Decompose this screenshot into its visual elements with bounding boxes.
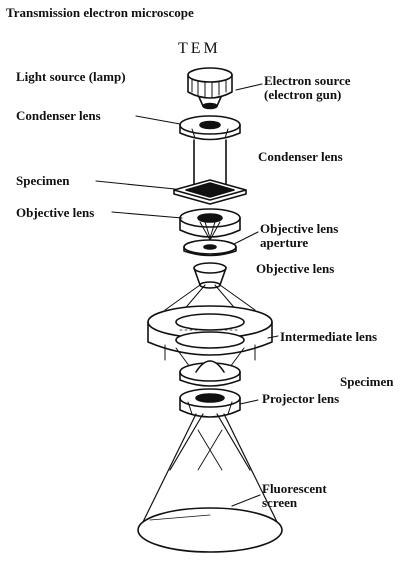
leader-condenser (136, 116, 180, 124)
beam-cone-small (194, 263, 226, 288)
objective-lens-icon (180, 209, 240, 240)
condenser-lens-icon (180, 116, 240, 140)
label-electron-source: Electron source (electron gun) (264, 74, 351, 102)
leader-specimen (96, 181, 175, 189)
label-specimen-left: Specimen (16, 174, 69, 188)
leader-electron-source (236, 84, 262, 90)
label-condenser-left: Condenser lens (16, 109, 101, 123)
electron-gun-icon (188, 68, 232, 109)
fluorescent-screen-icon (138, 508, 282, 552)
leader-screen (232, 495, 260, 506)
label-objective-aperture: Objective lens aperture (260, 222, 338, 250)
leader-objective (112, 212, 182, 218)
leader-lines (96, 84, 278, 506)
projector-lens-icon (180, 389, 240, 417)
label-objective-right: Objective lens (256, 262, 334, 276)
label-intermediate: Intermediate lens (280, 330, 377, 344)
specimen-plate-icon (174, 180, 246, 204)
diagram-subtitle: TEM (178, 42, 221, 56)
leader-projector (240, 400, 258, 404)
label-fluorescent-screen: Fluorescent screen (262, 482, 327, 510)
label-condenser-right: Condenser lens (258, 150, 343, 164)
label-objective-left: Objective lens (16, 206, 94, 220)
leader-aperture (234, 232, 258, 244)
leader-intermediate (268, 336, 278, 338)
projector-dome-icon (180, 361, 240, 386)
objective-aperture-icon (184, 240, 236, 256)
label-projector: Projector lens (262, 392, 339, 406)
label-light-source: Light source (lamp) (16, 70, 126, 84)
intermediate-lens-icon (148, 306, 272, 360)
diagram-title: Transmission electron microscope (6, 6, 194, 20)
label-specimen-right: Specimen (340, 375, 393, 389)
